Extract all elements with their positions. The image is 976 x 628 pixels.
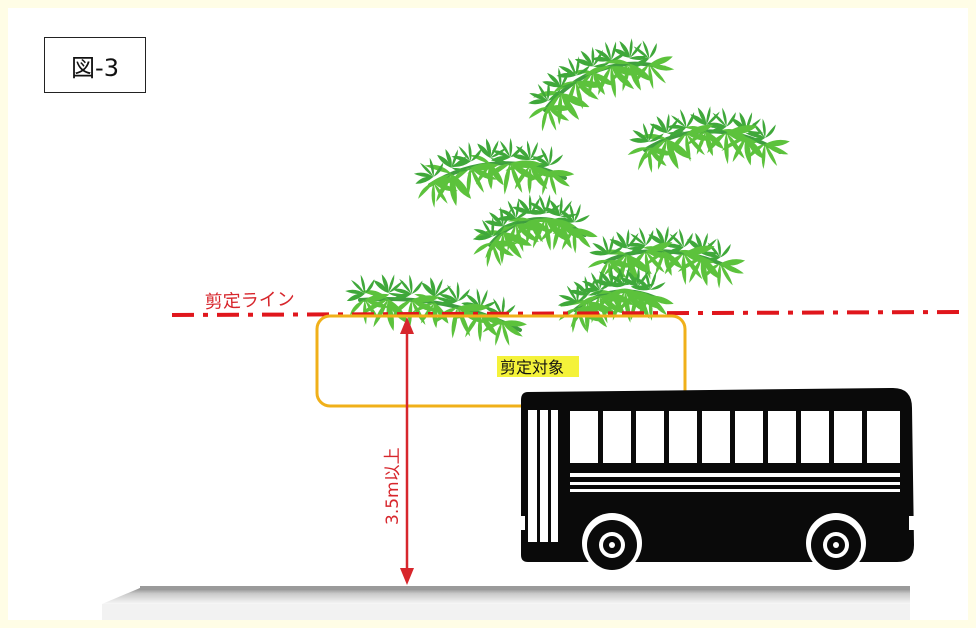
- bamboo-stem: [603, 249, 737, 272]
- pruning-target-label: 剪定対象: [500, 358, 564, 377]
- dimension-arrow: [400, 317, 414, 585]
- bus-illustration: [521, 388, 914, 573]
- pruning-target-highlight: [497, 356, 579, 377]
- front-wheel: [587, 520, 637, 570]
- bamboo-leaf-cluster: [473, 132, 515, 167]
- pruning-target-box: [315, 314, 687, 408]
- rear-wheel: [811, 520, 861, 570]
- figure-label: 図-3: [44, 37, 146, 93]
- pruning-line: [171, 310, 961, 317]
- pruning-line-label: 剪定ライン: [204, 289, 295, 313]
- bamboo-leaf-cluster: [627, 144, 675, 175]
- bamboo-branch-illustration: [338, 33, 798, 352]
- height-label: 3.5m以上: [383, 447, 403, 525]
- ground: [102, 586, 910, 620]
